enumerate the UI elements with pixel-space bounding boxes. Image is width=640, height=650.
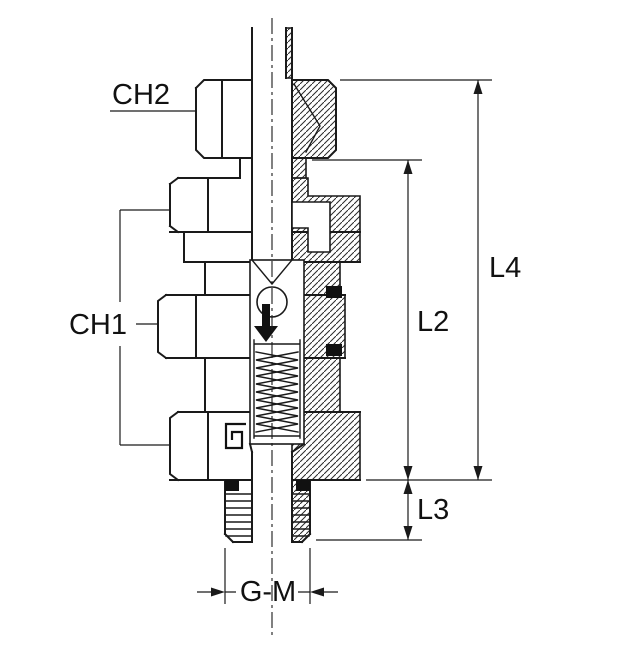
tube-top [251, 27, 293, 261]
flow-arrow-icon [254, 304, 278, 342]
swivel-nut-ch2 [194, 79, 337, 159]
dimension-l4: L4 [340, 79, 521, 481]
dimension-l3: L3 [316, 480, 449, 541]
label-ch1: CH1 [69, 309, 127, 341]
label-gm: G-M [240, 576, 296, 608]
dimension-l2: L2 [312, 159, 449, 480]
callout-ch2: CH2 [110, 79, 196, 112]
valve-body-outline [157, 157, 361, 482]
seal-rings [225, 286, 342, 491]
label-l2: L2 [417, 306, 449, 338]
callout-ch1: CH1 [69, 209, 170, 446]
spring-cage [253, 339, 301, 439]
label-l4: L4 [489, 252, 521, 284]
label-l3: L3 [417, 494, 449, 526]
elbow-passage [291, 201, 331, 253]
spiral-mark [224, 422, 246, 450]
spring [255, 351, 299, 433]
label-ch2: CH2 [112, 79, 170, 111]
internal-valve [249, 259, 305, 445]
threaded-stud [223, 442, 312, 544]
dimension-gm: G-M [197, 548, 338, 608]
